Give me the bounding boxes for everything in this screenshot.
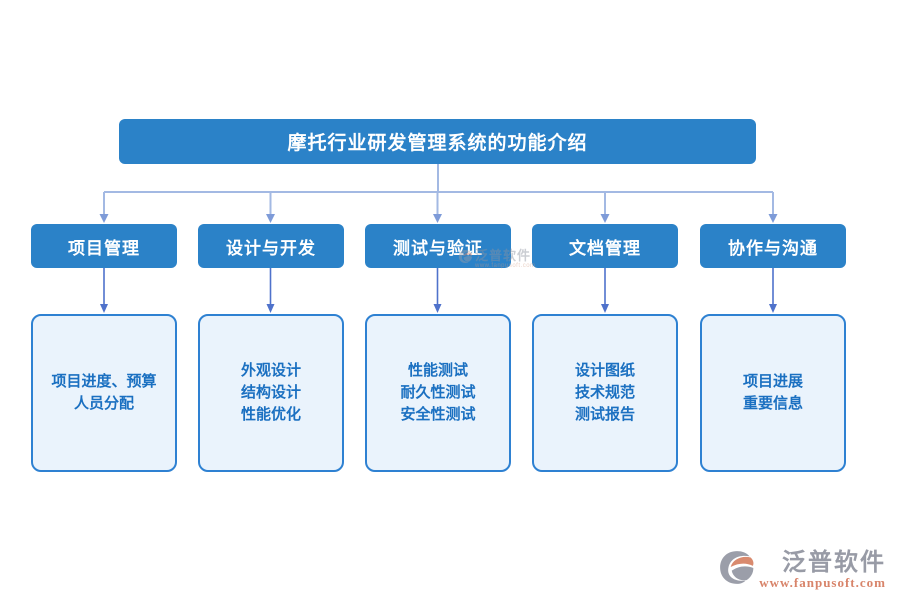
category-label: 协作与沟通 bbox=[728, 238, 818, 258]
category-box-design-development: 设计与开发 bbox=[198, 224, 344, 268]
detail-line: 性能测试 bbox=[407, 362, 468, 379]
detail-box-test-validation: 性能测试 耐久性测试 安全性测试 bbox=[365, 314, 511, 472]
fanpu-logo: 泛普软件 www.fanpusoft.com bbox=[718, 550, 886, 590]
detail-line: 重要信息 bbox=[742, 395, 803, 412]
logo-brand-text: 泛普软件 bbox=[782, 550, 886, 576]
category-box-collaboration: 协作与沟通 bbox=[700, 224, 846, 268]
detail-line: 性能优化 bbox=[240, 406, 301, 423]
category-box-document-management: 文档管理 bbox=[532, 224, 678, 268]
detail-box-design-development: 外观设计 结构设计 性能优化 bbox=[198, 314, 344, 472]
detail-line: 设计图纸 bbox=[574, 362, 635, 379]
logo-url-text: www.fanpusoft.com bbox=[759, 575, 886, 590]
category-box-project-management: 项目管理 bbox=[31, 224, 177, 268]
category-label: 设计与开发 bbox=[226, 238, 316, 258]
detail-line: 测试报告 bbox=[574, 406, 635, 423]
detail-line: 技术规范 bbox=[574, 384, 635, 401]
category-label: 文档管理 bbox=[569, 238, 641, 258]
detail-box-collaboration: 项目进展 重要信息 bbox=[700, 314, 846, 472]
detail-line: 结构设计 bbox=[240, 384, 301, 401]
detail-line: 外观设计 bbox=[240, 362, 301, 379]
detail-line: 耐久性测试 bbox=[400, 384, 476, 401]
diagram-title: 摩托行业研发管理系统的功能介绍 bbox=[119, 119, 756, 164]
detail-line: 项目进度、预算 bbox=[51, 373, 157, 390]
category-box-test-validation: 测试与验证 bbox=[365, 224, 511, 268]
detail-line: 项目进展 bbox=[742, 373, 803, 390]
detail-line: 人员分配 bbox=[73, 395, 134, 412]
fanpu-logo-icon bbox=[720, 551, 754, 584]
detail-box-document-management: 设计图纸 技术规范 测试报告 bbox=[532, 314, 678, 472]
detail-box-project-management: 项目进度、预算 人员分配 bbox=[31, 314, 177, 472]
diagram-title-label: 摩托行业研发管理系统的功能介绍 bbox=[287, 133, 588, 154]
category-label: 测试与验证 bbox=[393, 238, 483, 258]
detail-line: 安全性测试 bbox=[400, 406, 476, 423]
category-label: 项目管理 bbox=[68, 238, 140, 258]
